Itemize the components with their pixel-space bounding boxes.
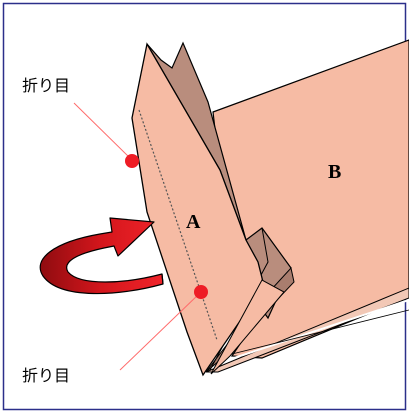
panel-a [131,42,265,377]
panel-a-lower-flap [210,279,285,375]
panel-b-label: B [328,161,342,183]
panel-b-edge-highlight [227,299,409,361]
leader-line-top [73,102,133,161]
fold-marker-top [125,154,139,168]
fold-line-label-bottom: 折り目 [22,366,71,385]
fold-line-label-top: 折り目 [22,76,71,95]
fold-line-dotted [138,109,218,341]
leader-line-bottom [119,292,201,371]
fold-marker-bottom [194,285,208,299]
panel-b-layer-line [231,309,409,355]
panel-a-label: A [186,211,201,233]
rotate-arrow-icon [39,217,164,295]
